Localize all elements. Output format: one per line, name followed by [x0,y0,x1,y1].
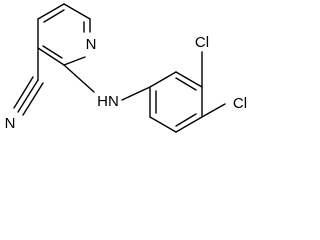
triple-bond-2 [13,76,34,109]
bond-a1-a2 [149,71,177,88]
bond-c2-nh [63,64,95,93]
bond-a4-cl [201,103,226,118]
bond-a2-a3-double [175,77,197,91]
bond-a4-a5-double [175,113,197,127]
bond-c4-c5-double [43,9,65,23]
amine-linker [63,64,151,101]
bond-n1-c2 [63,56,86,66]
chlorine-para-label: Cl [233,95,247,112]
bond-a5-a6 [149,116,177,133]
triple-bond-3 [22,82,44,116]
bond-a4-a5 [175,116,203,133]
pyridine-nitrogen-label: N [86,36,97,53]
structure-diagram: N N HN Cl Cl [5,3,247,133]
amine-nh-label: HN [97,93,119,110]
pyridine-ring [37,3,91,66]
phenyl-ring [149,71,203,133]
nitrile-group [13,47,44,116]
bond-c2-c3 [37,47,65,66]
nitrile-nitrogen-label: N [5,115,16,132]
triple-bond-1 [17,79,39,113]
chloro-substituents [201,51,226,118]
bond-c2-c3-double [42,45,63,59]
chlorine-meta-label: Cl [195,34,209,51]
bond-nh-c1prime [121,86,151,101]
bond-c4-c5 [37,3,65,20]
molecule-drawing: N N HN Cl Cl [5,3,247,133]
bond-a2-a3 [175,71,203,88]
bond-c5-c6 [63,3,91,20]
